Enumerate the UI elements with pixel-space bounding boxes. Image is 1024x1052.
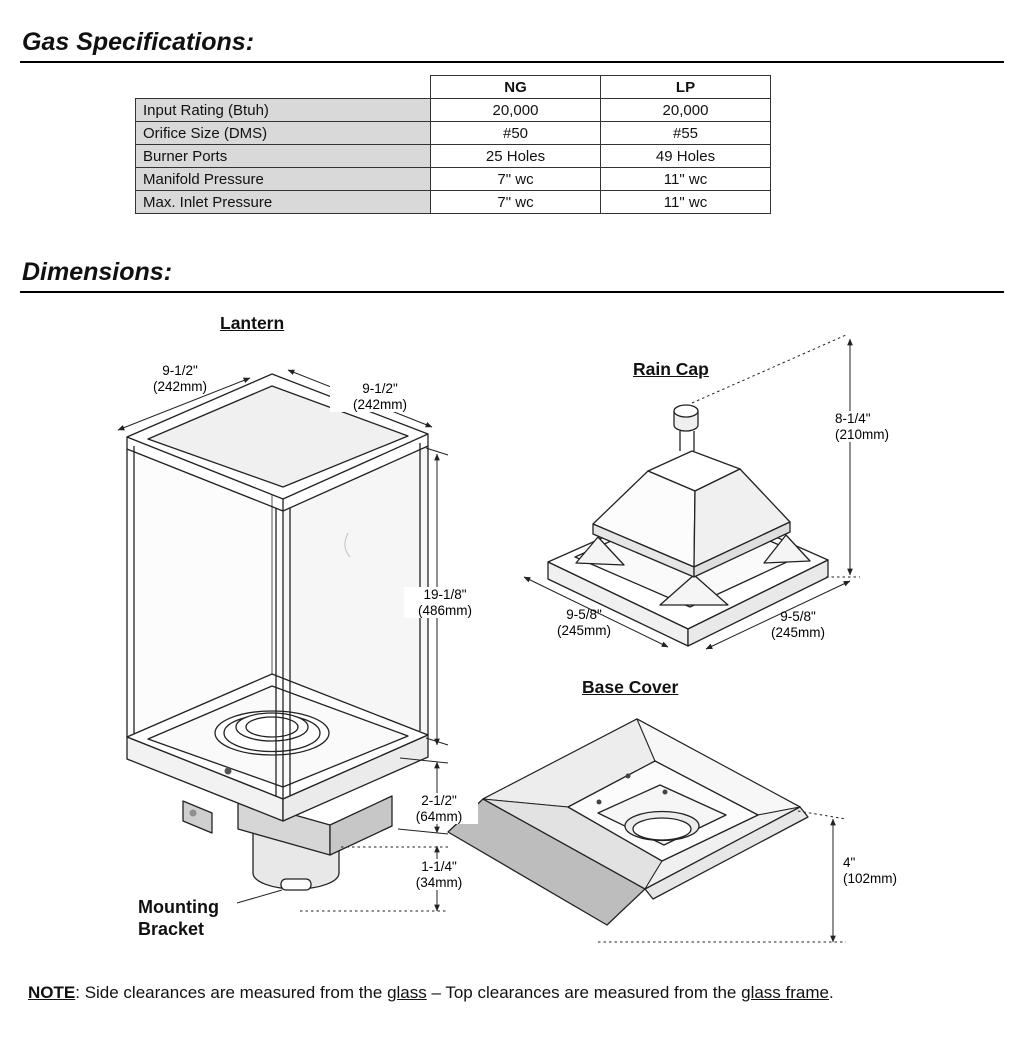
row-label: Max. Inlet Pressure	[135, 190, 431, 214]
row-label: Input Rating (Btuh)	[135, 98, 431, 122]
note-colon: :	[75, 983, 85, 1002]
blank-corner-cell	[136, 76, 431, 99]
rain-cap-knob	[673, 404, 699, 451]
dimensions-diagrams: Lantern Rain Cap Base Cover 9-1/2" (242m…	[0, 299, 1024, 975]
gas-spec-table: NG LP Input Rating (Btuh) 20,000 20,000 …	[135, 75, 771, 214]
rain-cap-title: Rain Cap	[633, 359, 709, 379]
note-glass: glass	[387, 983, 427, 1002]
lp-value: #55	[600, 121, 771, 145]
note-label: NOTE	[28, 983, 76, 1002]
rain-cap-width-left-dim: 9-5/8" (245mm)	[534, 607, 634, 638]
note-glass-frame: glass frame	[741, 983, 829, 1002]
dim-inches: 9-5/8"	[780, 609, 816, 624]
mounting-bracket-line2: Bracket	[138, 918, 205, 939]
dim-mm: (242mm)	[352, 396, 407, 412]
dim-inches: 9-5/8"	[566, 607, 602, 622]
lp-value: 49 Holes	[600, 144, 771, 168]
lantern-title: Lantern	[220, 313, 285, 333]
dimensions-line-art	[117, 334, 860, 943]
gas-specifications-heading: Gas Specifications:	[20, 28, 1004, 63]
dim-inches: 4"	[843, 855, 856, 870]
row-label: Orifice Size (DMS)	[135, 121, 431, 145]
lp-value: 11" wc	[600, 190, 771, 214]
ng-value: 25 Holes	[430, 144, 601, 168]
lantern-width-left-dim: 9-1/2" (242mm)	[125, 363, 235, 394]
dim-mm: (242mm)	[152, 378, 207, 394]
dim-mm: (64mm)	[415, 808, 463, 824]
dim-mm: (486mm)	[417, 602, 472, 618]
row-label: Burner Ports	[135, 144, 431, 168]
note-period: .	[828, 983, 834, 1002]
dim-inches: 8-1/4"	[835, 411, 871, 426]
ng-value: #50	[430, 121, 601, 145]
spec-header-row: NG LP	[136, 75, 771, 99]
note-text-2: – Top clearances are measured from the	[426, 983, 742, 1002]
table-row: Burner Ports 25 Holes 49 Holes	[135, 144, 771, 168]
base-cover-height-dim: 4" (102mm)	[843, 855, 915, 886]
lantern-height-dim: 19-1/8" (486mm)	[404, 587, 486, 619]
row-label: Manifold Pressure	[135, 167, 431, 191]
table-row: Input Rating (Btuh) 20,000 20,000	[135, 98, 771, 122]
dim-inches: 9-1/2"	[162, 363, 198, 378]
col-header-ng: NG	[430, 75, 601, 99]
rain-cap-dimension-lines	[523, 334, 860, 650]
base-cover-dimension-lines	[598, 810, 847, 943]
mounting-bracket-line1: Mounting	[138, 897, 219, 917]
ng-value: 7" wc	[430, 190, 601, 214]
dim-mm: (102mm)	[843, 870, 898, 886]
dim-mm: (245mm)	[770, 624, 825, 640]
lantern-drawing	[126, 373, 429, 891]
note-text-1: Side clearances are measured from the	[84, 983, 388, 1002]
lp-value: 20,000	[600, 98, 771, 122]
burner-rings	[214, 710, 330, 756]
mounting-bracket-shape	[182, 795, 393, 891]
clearance-note: NOTE: Side clearances are measured from …	[28, 983, 1004, 1003]
mounting-bracket-label: Mounting Bracket	[138, 897, 219, 940]
base-cover-drawing	[447, 718, 809, 926]
dim-mm: (245mm)	[556, 622, 611, 638]
dim-mm: (210mm)	[835, 426, 890, 442]
col-header-lp: LP	[600, 75, 771, 99]
lp-value: 11" wc	[600, 167, 771, 191]
dim-inches: 2-1/2"	[421, 793, 457, 808]
ng-value: 20,000	[430, 98, 601, 122]
bracket-lower-dim: 1-1/4" (34mm)	[400, 859, 478, 891]
rain-cap-height-dim: 8-1/4" (210mm)	[833, 411, 905, 443]
dimensions-heading: Dimensions:	[20, 258, 1004, 293]
dim-inches: 9-1/2"	[362, 381, 398, 396]
table-row: Max. Inlet Pressure 7" wc 11" wc	[135, 190, 771, 214]
ng-value: 7" wc	[430, 167, 601, 191]
table-row: Orifice Size (DMS) #50 #55	[135, 121, 771, 145]
rain-cap-width-right-dim: 9-5/8" (245mm)	[748, 609, 848, 640]
table-row: Manifold Pressure 7" wc 11" wc	[135, 167, 771, 191]
bracket-upper-dim: 2-1/2" (64mm)	[400, 793, 478, 825]
lantern-width-right-dim: 9-1/2" (242mm)	[330, 381, 430, 413]
dim-mm: (34mm)	[415, 874, 463, 890]
base-cover-title: Base Cover	[582, 677, 679, 697]
dim-inches: 1-1/4"	[421, 859, 457, 874]
dim-inches: 19-1/8"	[423, 587, 467, 602]
